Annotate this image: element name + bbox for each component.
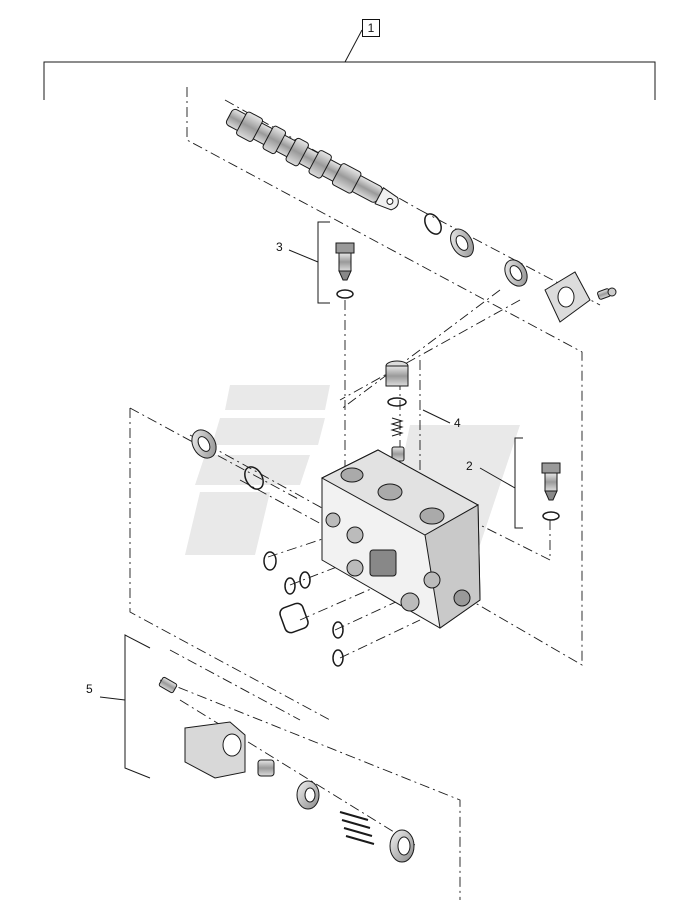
seal-part [450, 228, 474, 258]
body-o-ring-left-part [244, 466, 264, 490]
group-4-leader [422, 409, 451, 424]
group-5-bracket [99, 634, 151, 779]
spool-part [225, 108, 399, 211]
body-o-rings-part [263, 551, 344, 667]
screw-part [597, 287, 617, 300]
callout-1-label: 1 [362, 19, 380, 37]
valve-body-part [320, 449, 481, 629]
group-2-bracket [479, 437, 523, 529]
callout-4-label: 4 [454, 416, 461, 430]
group-3-bracket [288, 221, 330, 304]
flange-plate-part [544, 271, 591, 323]
body-seal-left-part [191, 429, 217, 459]
check-valve-4-part [385, 360, 409, 462]
spring-cap-5-part [158, 676, 415, 863]
relief-valve-3-part [335, 242, 355, 299]
callout-5-label: 5 [86, 682, 93, 696]
callout-3-label: 3 [276, 240, 283, 254]
assembly-bracket [43, 29, 656, 100]
callout-2-label: 2 [466, 459, 473, 473]
wiper-seal-part [504, 259, 528, 287]
relief-valve-2-part [541, 462, 561, 521]
o-ring-part [424, 213, 442, 235]
